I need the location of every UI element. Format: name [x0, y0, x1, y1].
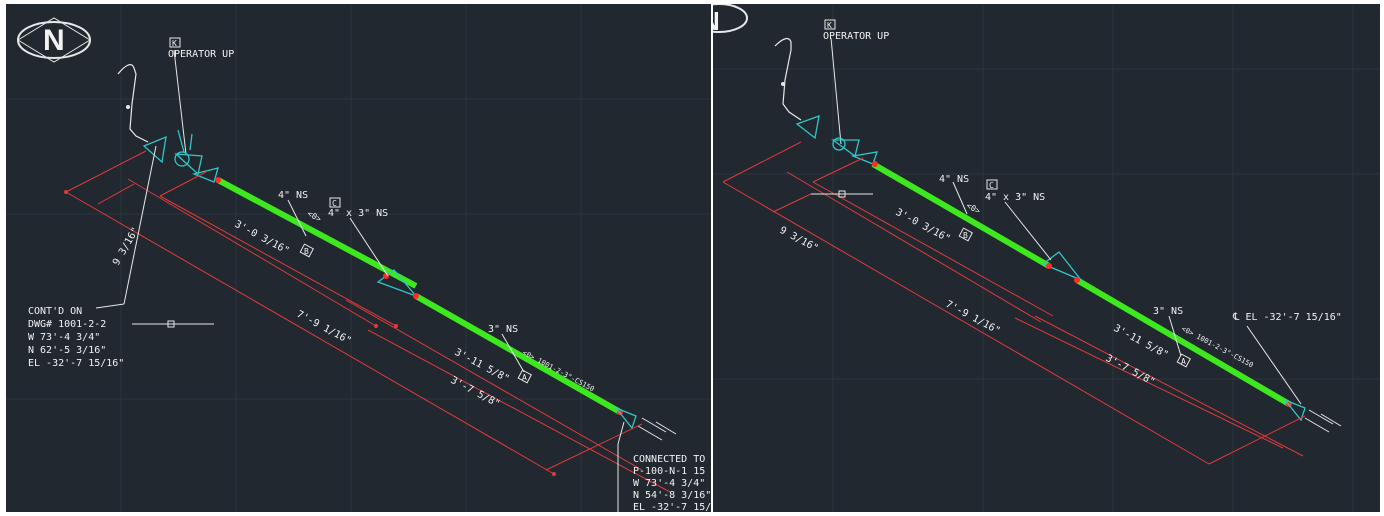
- tag-box-b: [299, 243, 314, 258]
- node: [215, 177, 221, 183]
- node: [872, 161, 878, 167]
- node: [1046, 263, 1052, 269]
- pipe-3in: [1075, 277, 1291, 407]
- north-arrow-icon: N: [17, 17, 91, 63]
- tag-k: K: [172, 39, 177, 48]
- tag-box-k: [824, 19, 836, 30]
- tag-b: B: [304, 247, 309, 256]
- node: [413, 293, 419, 299]
- dim-9-3-16: 9 3/16": [778, 225, 820, 255]
- tag-k: K: [827, 21, 832, 30]
- ns-3-label: 3" NS: [488, 324, 518, 335]
- stub-node: [781, 82, 785, 86]
- pipe-4in: [871, 161, 1051, 269]
- tag-box-c: [329, 197, 341, 208]
- tag-box-b: [958, 227, 973, 242]
- connected-line-1: CONNECTED TO: [633, 454, 705, 465]
- ns-3-label: 3" NS: [1153, 306, 1183, 317]
- elevation-leader: [1246, 325, 1302, 405]
- tag-a: A: [522, 373, 527, 382]
- isometric-drawing-left: N K OPERATOR UP: [6, 4, 711, 512]
- tag-c: C: [989, 181, 994, 190]
- node: [383, 273, 389, 279]
- reducer-size-label: 4" x 3" NS: [985, 192, 1045, 203]
- north-label: N: [713, 6, 720, 36]
- node: [1074, 277, 1080, 283]
- dim-3-0: 3'-0 3/16": [233, 219, 291, 257]
- flange-icon: [1282, 398, 1306, 422]
- contd-leader: [123, 145, 157, 305]
- contd-line-3: W 73'-4 3/4": [28, 332, 100, 343]
- tag-box-a: [1176, 353, 1191, 368]
- pipe-stub-end: [637, 417, 677, 441]
- pipe-3in: [414, 293, 622, 415]
- tag-box-c: [986, 179, 998, 190]
- tag-a: A: [1181, 357, 1186, 366]
- connected-line-5: EL -32'-7 15/: [633, 502, 711, 512]
- dim-3-0: 3'-0 3/16": [894, 207, 952, 245]
- ns-4-label: 4" NS: [939, 174, 969, 185]
- operator-leader: [830, 37, 842, 145]
- connected-block: CONNECTED TO P-100-N-1 15 W 73'-4 3/4" N…: [633, 454, 711, 512]
- connected-line-4: N 54'-8 3/16": [633, 490, 711, 501]
- connected-line-2: P-100-N-1 15: [633, 466, 705, 477]
- valve-icon: [142, 129, 219, 183]
- stub-node: [126, 105, 130, 109]
- operator-label: OPERATOR UP: [168, 49, 234, 60]
- elevation-label: ℄ EL -32'-7 15/16": [1232, 312, 1342, 323]
- line-id-label: <0> 1001-2-3"-CS150: [521, 349, 595, 394]
- contd-line-4: N 62'-5 3/16": [28, 345, 106, 356]
- contd-line-5: EL -32'-7 15/16": [28, 358, 124, 369]
- operator-leader: [173, 49, 187, 155]
- dimension-ticks: [64, 190, 556, 476]
- isometric-drawing-right: N K OPERATOR UP 9 3/16" 3'-0 3/16" 7'-9 …: [713, 4, 1380, 512]
- dimension-lines: [65, 150, 671, 493]
- flange-icon: [613, 406, 637, 430]
- dim-3-7: 3'-7 5/8": [1104, 353, 1157, 388]
- contd-line-2: DWG# 1001-2-2: [28, 319, 106, 330]
- connected-line-3: W 73'-4 3/4": [633, 478, 705, 489]
- grid: [713, 4, 1380, 512]
- grid: [6, 4, 711, 512]
- reducer-icon: [1041, 251, 1084, 282]
- north-label: N: [43, 24, 65, 57]
- tag-c: C: [332, 199, 337, 208]
- tag-b: B: [963, 231, 968, 240]
- ns-4-label: 4" NS: [278, 190, 308, 201]
- north-arrow-icon: N: [713, 4, 748, 36]
- tag-box-k: [169, 37, 181, 48]
- operator-label: OPERATOR UP: [823, 31, 889, 42]
- dim-7-9: 7'-9 1/16": [944, 299, 1002, 337]
- dim-9-3-16: 9 3/16": [111, 225, 142, 267]
- cad-viewport-right[interactable]: N K OPERATOR UP 9 3/16" 3'-0 3/16" 7'-9 …: [713, 4, 1380, 512]
- valve-icon: [795, 115, 878, 165]
- contd-block: CONT'D ON DWG# 1001-2-2 W 73'-4 3/4" N 6…: [28, 306, 124, 369]
- cad-viewport-left[interactable]: N K OPERATOR UP: [6, 4, 711, 512]
- connected-leader: [617, 421, 625, 445]
- contd-line-1: CONT'D ON: [28, 306, 82, 317]
- flow-marker: <0>: [306, 209, 323, 224]
- dimension-lines: [722, 141, 1306, 465]
- dim-3-7: 3'-7 5/8": [449, 375, 502, 410]
- pipe-stub: [774, 37, 802, 121]
- reducer-size-label: 4" x 3" NS: [328, 208, 388, 219]
- pipe-stub: [117, 64, 149, 143]
- pipe-stub-end: [1304, 409, 1342, 433]
- tag-box-a: [517, 369, 532, 384]
